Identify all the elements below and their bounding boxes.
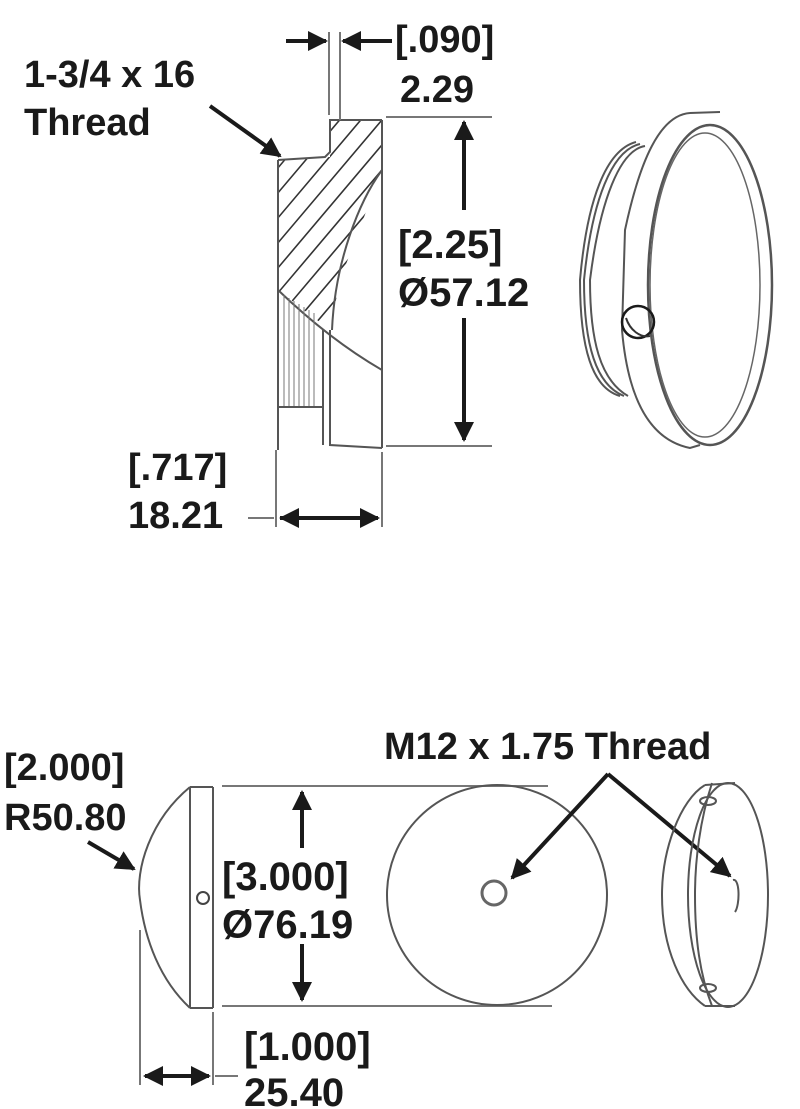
thread-leader-arrow	[208, 104, 282, 158]
radius-inch: [2.000]	[4, 747, 124, 789]
diameter-top-inch: [2.25]	[398, 223, 503, 267]
diameter-top-mm: Ø57.12	[398, 271, 529, 315]
thickness-mm: 25.40	[244, 1071, 344, 1109]
overall-length-inch: [.717]	[128, 447, 227, 489]
dimension-flange-thickness	[286, 31, 392, 120]
section-view-fitting	[277, 119, 383, 450]
diameter-bottom-mm: Ø76.19	[222, 903, 353, 947]
side-view-dome	[138, 786, 214, 1009]
diameter-bottom-inch: [3.000]	[222, 855, 349, 899]
flange-thickness-inch: [.090]	[395, 19, 494, 61]
radius-mm: R50.80	[4, 797, 127, 839]
dimension-diameter-top	[386, 116, 492, 447]
m12-leader-arrow-front	[510, 772, 610, 880]
thickness-inch: [1.000]	[244, 1025, 371, 1069]
dimension-thickness	[139, 930, 238, 1086]
thread-callout-line2: Thread	[24, 102, 151, 144]
overall-length-mm: 18.21	[128, 495, 223, 537]
isometric-threaded-fitting	[578, 111, 774, 450]
dimension-overall-length	[248, 450, 383, 528]
front-view-disc	[386, 784, 608, 1006]
flange-thickness-mm: 2.29	[400, 69, 474, 111]
m12-thread-callout: M12 x 1.75 Thread	[384, 726, 711, 768]
radius-leader-arrow	[86, 840, 136, 871]
thread-callout-line1: 1-3/4 x 16	[24, 54, 195, 96]
thread-ridges	[283, 295, 315, 407]
section-hatch	[278, 120, 382, 330]
m12-leader-arrow-iso	[606, 772, 732, 878]
isometric-dome-cap	[660, 782, 769, 1008]
